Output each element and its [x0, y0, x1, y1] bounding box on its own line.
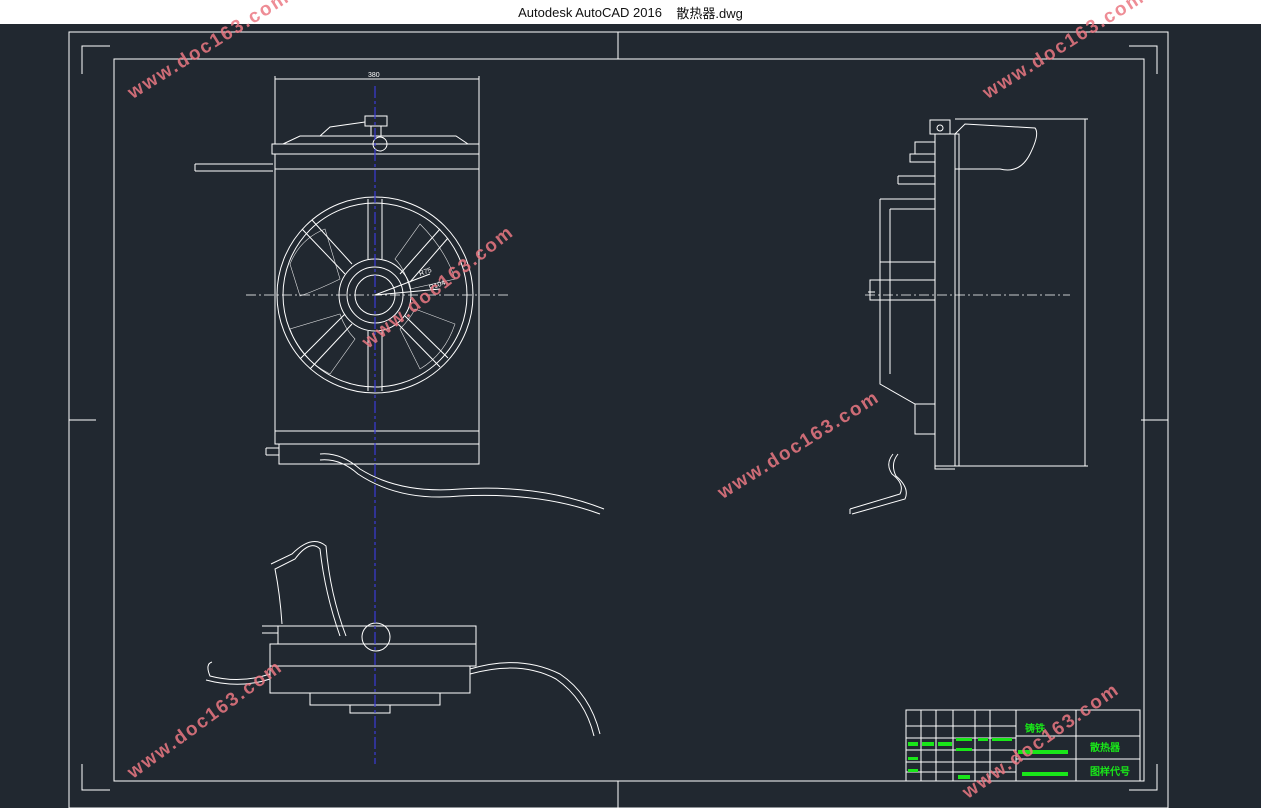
dim-radius-2: R104: [428, 280, 446, 292]
drawing-frame: [113, 58, 1145, 782]
center-marks: [69, 32, 1168, 808]
material-label: 铸铁: [1025, 722, 1045, 735]
dim-top-width: 380: [368, 72, 380, 79]
file-name: 散热器.dwg: [676, 5, 743, 21]
dim-radius-1: R75: [418, 267, 433, 278]
corner-marks: [81, 45, 1158, 791]
part-name: 散热器: [1090, 741, 1121, 754]
sheet-border: [68, 31, 1169, 808]
top-view: [205, 541, 601, 737]
title-block-fields: [908, 738, 1068, 779]
window-title-bar: Autodesk AutoCAD 2016 散热器.dwg: [0, 0, 1261, 24]
cad-drawing: 380 R75 R104 铸铁 散热器 图样代号: [68, 31, 1169, 808]
side-view: [849, 118, 1088, 515]
app-name: Autodesk AutoCAD 2016: [518, 4, 662, 20]
drawing-code-label: 图样代号: [1090, 765, 1130, 778]
